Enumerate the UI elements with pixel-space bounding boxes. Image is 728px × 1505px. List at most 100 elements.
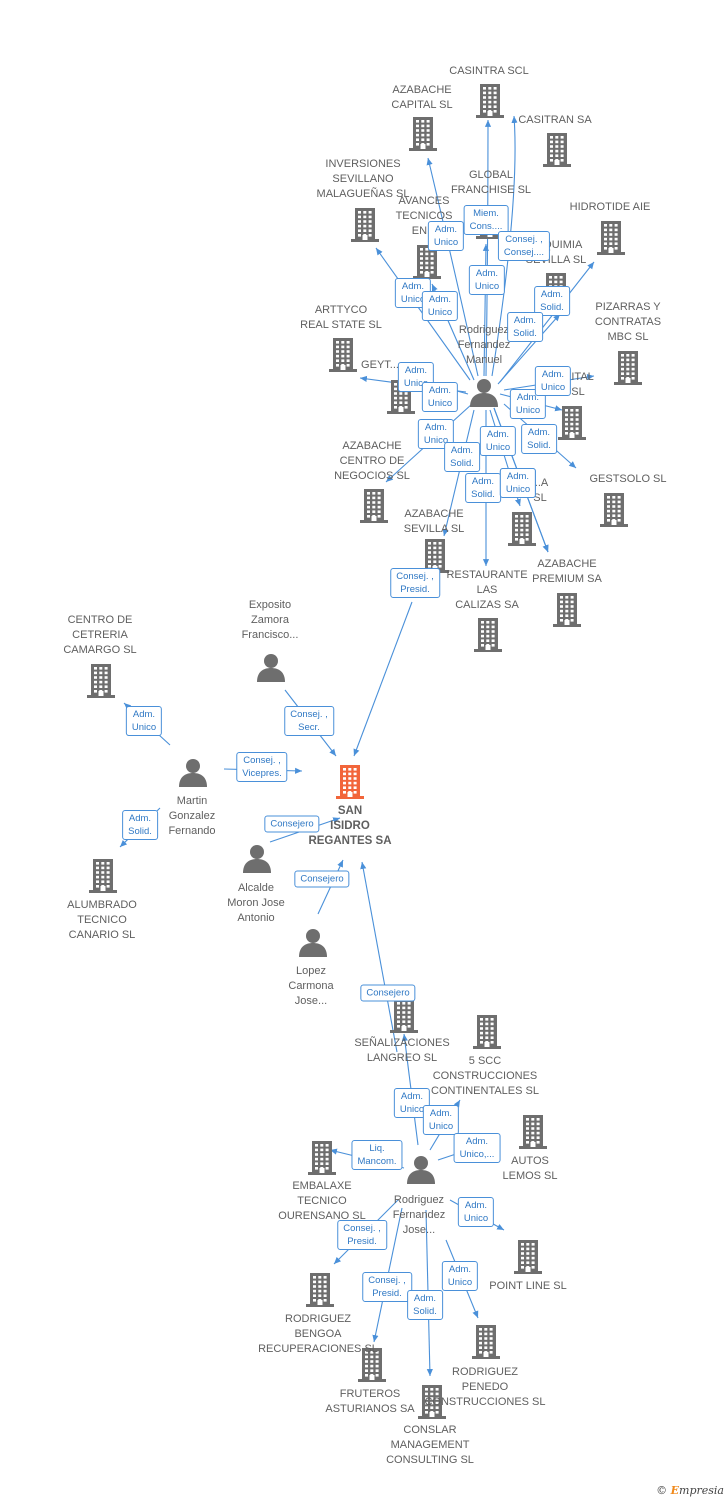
relation-badge-rodriguez_jose-san_isidro[interactable]: Consejero <box>360 984 416 1002</box>
relation-badge-rodriguez_jose-conslar[interactable]: Adm.Solid. <box>407 1290 443 1320</box>
relation-badge-rodriguez_manuel-global_franchise[interactable]: Adm.Unico <box>468 265 506 295</box>
alcalde-person-icon[interactable] <box>243 845 271 873</box>
rodriguez_manuel-person-icon[interactable] <box>470 379 498 407</box>
center-company-building-icon[interactable] <box>336 765 364 799</box>
relation-badge-rodriguez_manuel-alquimia[interactable]: Adm.Solid. <box>507 312 543 342</box>
gestsolo-building-icon[interactable] <box>600 493 628 527</box>
relation-badge-rodriguez_manuel-avances[interactable]: Adm.Unico <box>421 291 459 321</box>
relation-badge-rodriguez_manuel-a_sl[interactable]: Adm.Unico <box>479 426 517 456</box>
relation-badge-lopez-san_isidro[interactable]: Consejero <box>294 870 350 888</box>
lopez-person-icon[interactable] <box>299 929 327 957</box>
relation-badge-martin-cetreria[interactable]: Adm.Unico <box>125 706 163 736</box>
gestsolo-label[interactable]: GESTSOLO SL <box>589 472 666 487</box>
hidrotide-label[interactable]: HIDROTIDE AIE <box>570 200 651 215</box>
senalizaciones-building-icon[interactable] <box>390 999 418 1033</box>
relation-badge-rodriguez_jose-embalaxe[interactable]: Liq.Mancom. <box>351 1140 403 1170</box>
relation-badge-rodriguez_jose-fruteros[interactable]: Consej. ,Presid. <box>362 1272 412 1302</box>
rodriguez_bengoa-building-icon[interactable] <box>306 1273 334 1307</box>
restaurante-building-icon[interactable] <box>474 618 502 652</box>
azabache_cn-building-icon[interactable] <box>360 489 388 523</box>
autos_lemos-building-icon[interactable] <box>519 1115 547 1149</box>
relation-badge-alcalde-san_isidro[interactable]: Consejero <box>264 815 320 833</box>
pizarras-building-icon[interactable] <box>614 351 642 385</box>
relation-badge-rodriguez_manuel-casitran[interactable]: Consej. ,Consej.... <box>497 231 551 261</box>
cetreria-building-icon[interactable] <box>87 664 115 698</box>
azabache_premium-building-icon[interactable] <box>553 593 581 627</box>
relation-badge-rodriguez_jose-rodriguez_penedo[interactable]: Adm.Unico <box>441 1261 479 1291</box>
embalaxe-building-icon[interactable] <box>308 1141 336 1175</box>
label-line: AZABACHE <box>537 558 597 570</box>
conslar-building-icon[interactable] <box>418 1385 446 1419</box>
relation-badge-rodriguez_jose-rodriguez_bengoa[interactable]: Consej. ,Presid. <box>337 1220 387 1250</box>
relation-badge-rodriguez_jose-autos_lemos[interactable]: Adm.Unico,... <box>453 1133 501 1163</box>
relation-badge-rodriguez_manuel-san_isidro[interactable]: Consej. ,Presid. <box>390 568 440 598</box>
relation-badge-rodriguez_manuel-pizarras[interactable]: Adm.Unico <box>534 366 572 396</box>
relation-badge-rodriguez_manuel-restaurante[interactable]: Adm.Solid. <box>465 473 501 503</box>
relation-text: Solid. <box>540 302 564 313</box>
ita_sl-building-icon[interactable] <box>558 406 586 440</box>
inversiones-building-icon[interactable] <box>351 208 379 242</box>
relation-badge-rodriguez_manuel-casintra[interactable]: Miem.Cons.... <box>463 205 509 235</box>
relation-badge-rodriguez_manuel-gestsolo[interactable]: Adm.Solid. <box>521 424 557 454</box>
relation-badge-rodriguez_manuel-hidrotide[interactable]: Adm.Solid. <box>534 286 570 316</box>
casintra-building-icon[interactable] <box>476 84 504 118</box>
label-line: Alcalde <box>237 882 275 894</box>
relation-badge-rodriguez_jose-cinco_scc[interactable]: Adm.Unico <box>422 1105 460 1135</box>
relation-badge-rodriguez_manuel-arttyco[interactable]: Adm.Unico <box>421 382 459 412</box>
rodriguez_jose-person-icon[interactable] <box>407 1156 435 1184</box>
casitran-label[interactable]: CASITRAN SA <box>518 113 591 128</box>
point_line-label[interactable]: POINT LINE SL <box>489 1279 566 1294</box>
rodriguez_penedo-building-icon[interactable] <box>472 1325 500 1359</box>
azabache_sevilla-building-icon[interactable] <box>421 539 449 573</box>
fruteros-building-icon[interactable] <box>358 1348 386 1382</box>
hidrotide-building-icon[interactable] <box>597 221 625 255</box>
relation-badge-rodriguez_manuel-azabache_premium[interactable]: Adm.Unico <box>499 468 537 498</box>
relation-badge-rodriguez_jose-point_line[interactable]: Adm.Unico <box>457 1197 495 1227</box>
label-line: FRUTEROS <box>339 1388 401 1400</box>
relation-badge-martin-alumbrado[interactable]: Adm.Solid. <box>122 810 158 840</box>
exposito-person-icon[interactable] <box>257 654 285 682</box>
arttyco-building-icon[interactable] <box>329 338 357 372</box>
relation-text: Unico <box>433 237 459 248</box>
cinco_scc-building-icon[interactable] <box>473 1015 501 1049</box>
relation-badge-martin-san_isidro[interactable]: Consej. ,Vicepres. <box>236 752 288 782</box>
a_sl-building-icon[interactable] <box>508 512 536 546</box>
azabache_capital-building-icon[interactable] <box>409 117 437 151</box>
casitran-building-icon[interactable] <box>543 133 571 167</box>
geyt-label[interactable]: GEYT... <box>361 358 399 373</box>
martin-person-icon[interactable] <box>179 759 207 787</box>
alumbrado-building-icon[interactable] <box>89 859 117 893</box>
point_line-building-icon[interactable] <box>514 1240 542 1274</box>
relation-badge-rodriguez_manuel-azabache_capital[interactable]: Adm.Unico <box>427 221 465 251</box>
relation-badge-rodriguez_manuel-azabache_sevilla[interactable]: Adm.Solid. <box>444 442 480 472</box>
relation-badge-exposito-san_isidro[interactable]: Consej. ,Secr. <box>284 706 334 736</box>
casintra-label[interactable]: CASINTRA SCL <box>449 64 528 79</box>
